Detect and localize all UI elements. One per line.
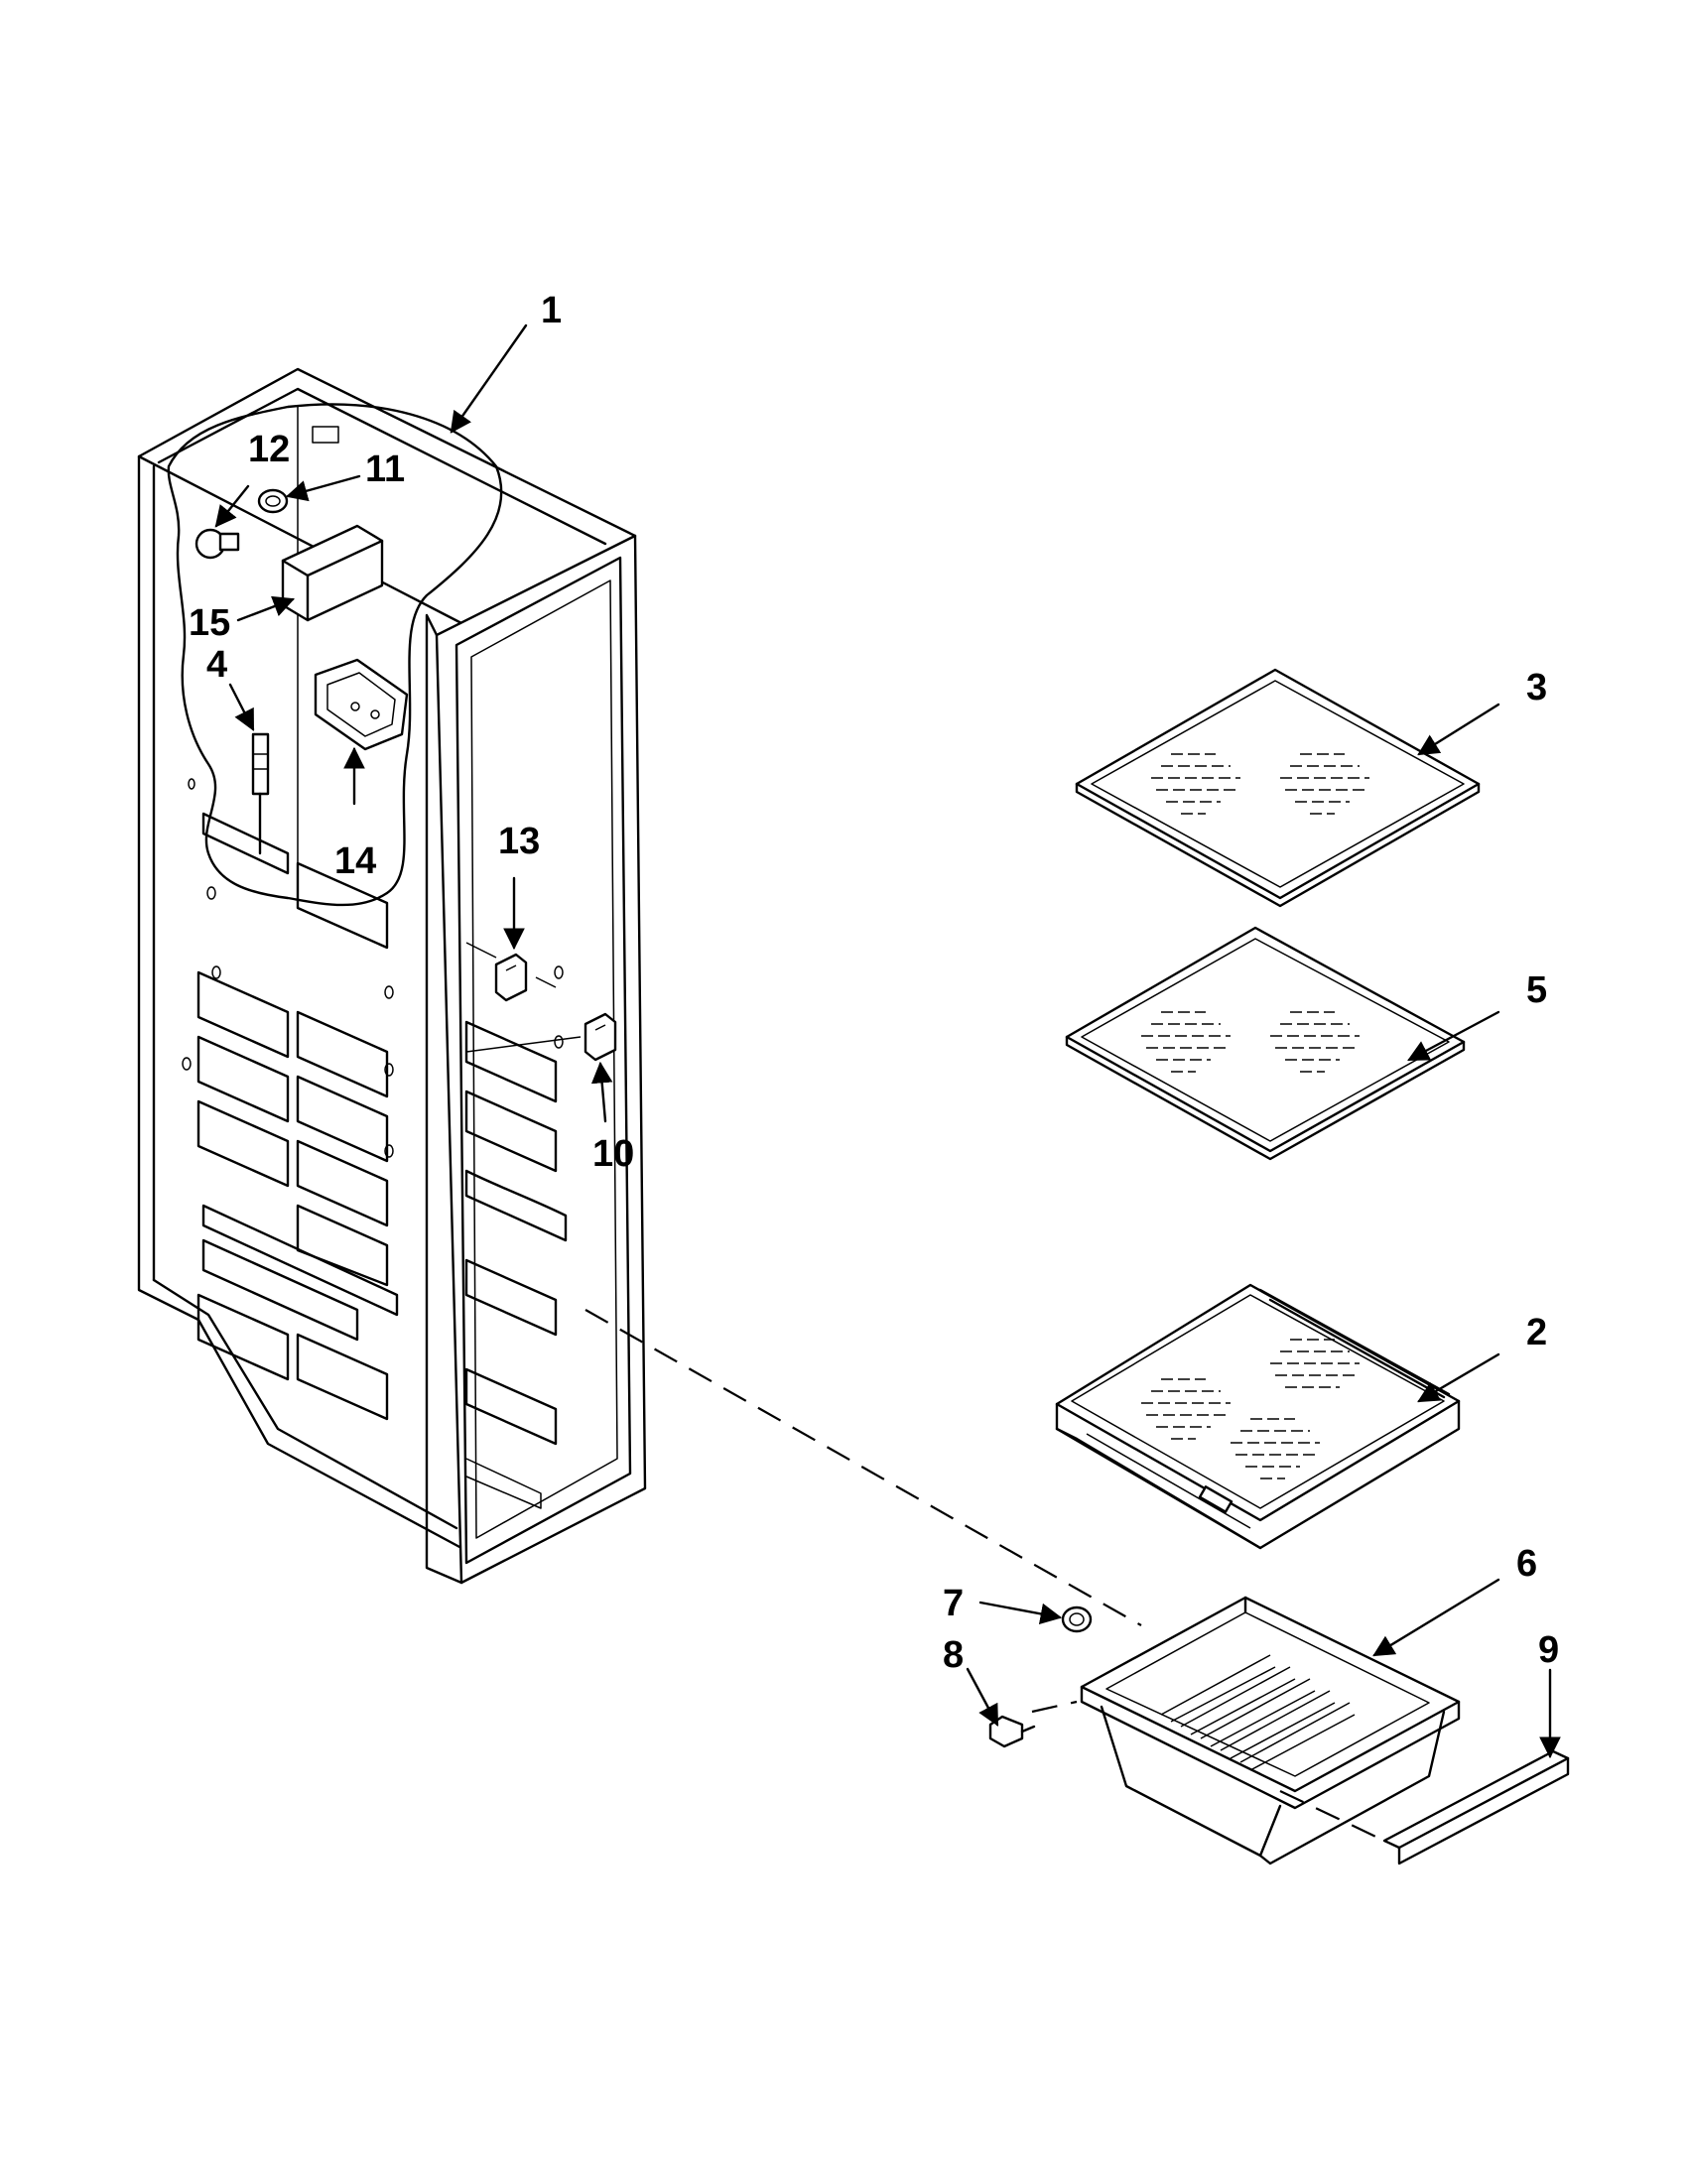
cabinet-liner <box>137 367 647 1585</box>
callout-6: 6 <box>1516 1543 1537 1585</box>
control-bracket <box>314 658 409 751</box>
callout-15: 15 <box>189 602 230 644</box>
shelf-3 <box>1075 668 1481 908</box>
callout-1: 1 <box>541 290 562 331</box>
callout-12: 12 <box>248 429 290 470</box>
light-socket <box>257 488 289 514</box>
drawer-roller <box>1061 1606 1093 1633</box>
door-switch-upper <box>494 953 528 1002</box>
assembly-line-small <box>1031 1700 1078 1714</box>
roller-screw <box>988 1715 1036 1748</box>
liner-holes <box>182 778 564 1158</box>
callout-9: 9 <box>1538 1629 1559 1671</box>
assembly-line <box>584 1309 1142 1626</box>
callout-5: 5 <box>1526 969 1547 1011</box>
callout-2: 2 <box>1526 1312 1547 1353</box>
door-switch-lower <box>584 1012 617 1062</box>
shelf-2 <box>1055 1283 1461 1550</box>
callout-3: 3 <box>1526 667 1547 708</box>
light-bulb <box>195 528 240 560</box>
assembly-line-cover <box>1279 1790 1385 1842</box>
callout-13: 13 <box>498 821 540 862</box>
callout-7: 7 <box>943 1583 964 1624</box>
leader-arrows <box>214 323 1561 1759</box>
cover-rail <box>1382 1749 1570 1865</box>
shelf-5 <box>1065 926 1466 1161</box>
callout-4: 4 <box>206 644 227 686</box>
thermistor <box>251 732 270 855</box>
callout-10: 10 <box>592 1133 634 1175</box>
crisper-drawer <box>1080 1596 1461 1865</box>
callout-8: 8 <box>943 1634 964 1676</box>
callout-14: 14 <box>334 840 376 882</box>
callout-11: 11 <box>365 449 405 490</box>
